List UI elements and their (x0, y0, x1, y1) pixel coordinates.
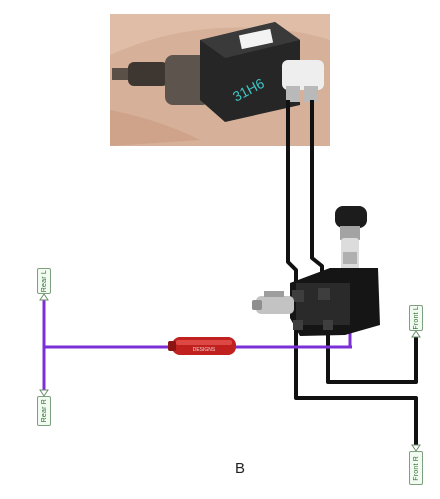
arrow-front-right (411, 444, 421, 452)
connector-arrows (39, 293, 421, 452)
proportioning-valve (252, 206, 380, 336)
arrow-rear-bottom (39, 389, 49, 397)
abs-module-photo: 31H6 (110, 14, 330, 146)
front-left-label: Front L (412, 306, 420, 330)
inline-valve-marking: DESIGNS (193, 347, 216, 353)
front-line-1-upper (286, 100, 298, 290)
arrow-front-left (411, 330, 421, 338)
front-right-label-tag: Front R (409, 451, 423, 485)
rear-top-label: Rear L (40, 269, 48, 293)
rear-bottom-label: Rear R (40, 399, 48, 423)
adjustment-knob (335, 206, 367, 228)
front-right-label: Front R (412, 455, 420, 481)
front-left-label-tag: Front L (409, 305, 423, 331)
rear-top-label-tag: Rear L (37, 268, 51, 294)
rear-bottom-label-tag: Rear R (37, 396, 51, 426)
figure-caption: B (234, 460, 245, 477)
arrow-rear-top (39, 293, 49, 301)
fluid-reservoir (282, 60, 324, 90)
front-line-right-lower (294, 325, 418, 445)
inline-red-valve: DESIGNS (168, 337, 236, 355)
side-switch-fitting (256, 296, 294, 314)
front-line-left-lower (326, 325, 418, 384)
